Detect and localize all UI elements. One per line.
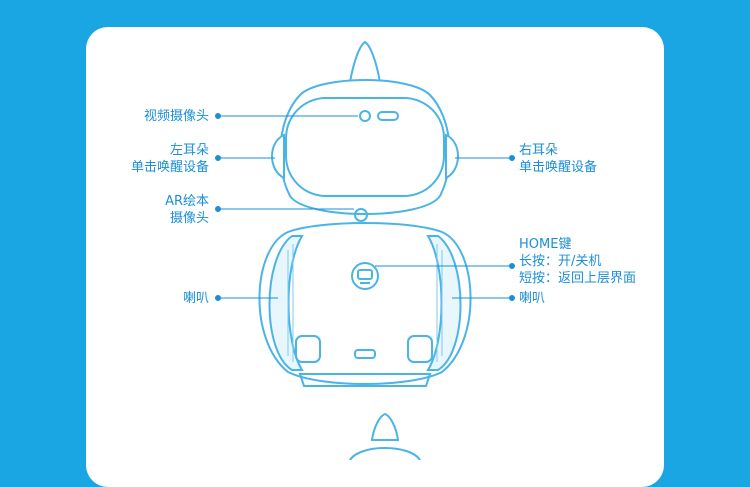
label-ar-desc: 摄像头 — [169, 211, 209, 226]
label-home-long: 长按：开/关机 — [519, 254, 602, 269]
robot-body — [258, 222, 472, 385]
label-left-ear: 左耳朵 单击唤醒设备 — [105, 142, 209, 176]
left-ear — [271, 133, 285, 180]
label-home-title: HOME键 — [519, 237, 572, 252]
ar-camera — [354, 208, 368, 222]
home-button — [351, 262, 379, 290]
label-ar-camera: AR绘本 摄像头 — [105, 193, 209, 227]
robot-head — [279, 79, 451, 215]
label-speaker-left: 喇叭 — [105, 290, 209, 307]
right-foot — [407, 335, 433, 363]
camera-sensor — [377, 111, 399, 121]
label-ar-title: AR绘本 — [165, 194, 209, 209]
label-right-ear: 右耳朵 单击唤醒设备 — [519, 142, 597, 176]
label-home-short: 短按：返回上层界面 — [519, 271, 637, 286]
label-speaker-right-text: 喇叭 — [519, 291, 546, 306]
left-foot — [295, 335, 321, 363]
front-indicator — [354, 349, 376, 359]
antenna — [348, 40, 382, 83]
label-speaker-left-text: 喇叭 — [182, 291, 209, 306]
label-left-ear-desc: 单击唤醒设备 — [130, 160, 209, 175]
label-speaker-right: 喇叭 — [519, 290, 545, 307]
label-camera-text: 视频摄像头 — [143, 109, 209, 124]
right-ear — [445, 133, 459, 180]
label-right-ear-desc: 单击唤醒设备 — [519, 160, 598, 175]
label-camera: 视频摄像头 — [105, 108, 209, 125]
second-robot-head — [349, 447, 421, 460]
face-screen — [285, 97, 445, 197]
label-home: HOME键 长按：开/关机 短按：返回上层界面 — [519, 236, 636, 287]
right-speaker-grill — [426, 235, 462, 371]
camera-lens — [359, 110, 371, 122]
label-left-ear-title: 左耳朵 — [169, 143, 209, 158]
second-robot-antenna — [370, 412, 400, 441]
left-speaker-grill — [268, 235, 304, 371]
robot-diagram — [215, 40, 515, 460]
robot-base — [298, 373, 432, 387]
label-right-ear-title: 右耳朵 — [519, 143, 559, 158]
